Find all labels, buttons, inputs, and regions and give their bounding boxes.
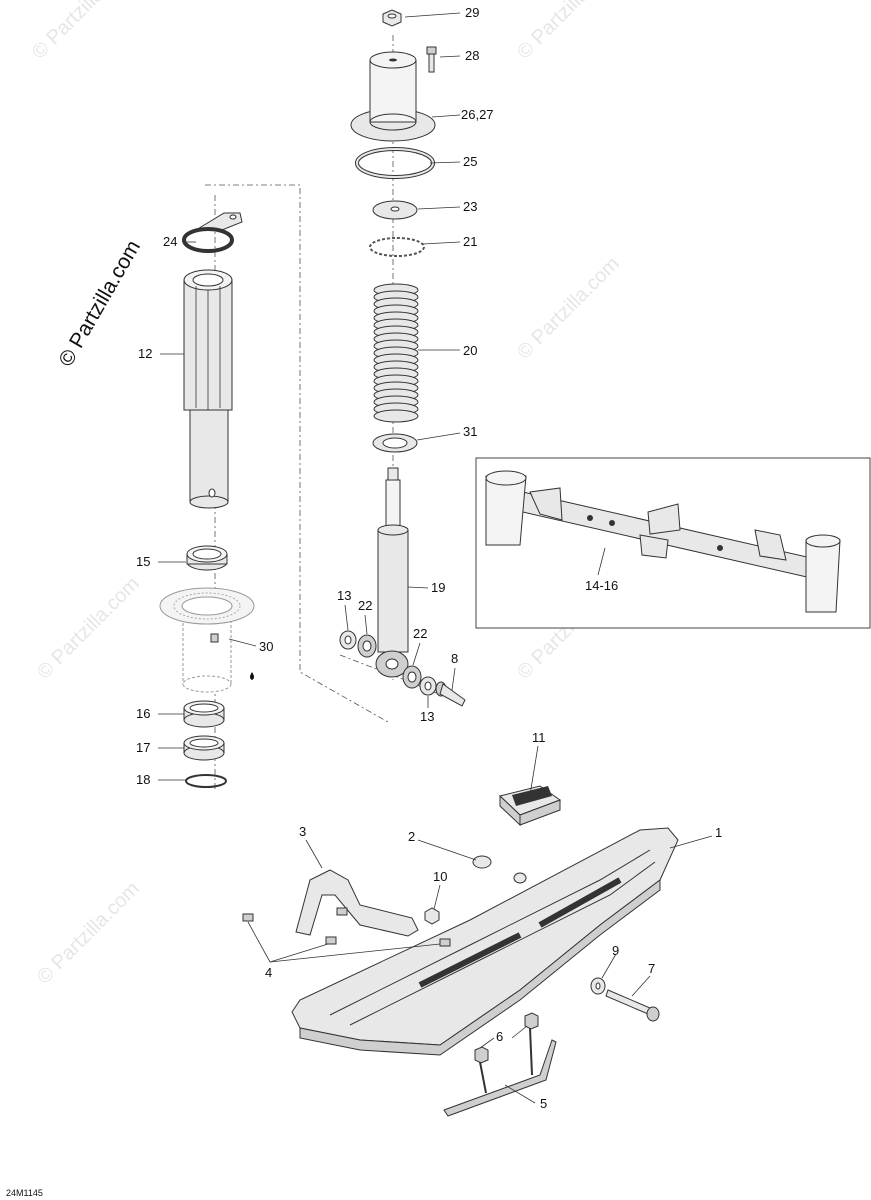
bushing-15 <box>186 545 228 571</box>
runner-5 <box>443 1027 557 1117</box>
callout-13-right: 13 <box>420 709 434 724</box>
callout-7: 7 <box>648 961 655 976</box>
drawing-code: 24M1145 <box>6 1188 43 1198</box>
cap-26-27 <box>350 51 436 142</box>
callout-12: 12 <box>138 346 152 361</box>
callout-30: 30 <box>259 639 273 654</box>
bolt-7 <box>605 989 660 1022</box>
spindle-housing <box>159 587 255 693</box>
lock-plate-24 <box>182 212 243 253</box>
fastener-2 <box>472 855 527 884</box>
callout-29: 29 <box>465 5 479 20</box>
washer-31 <box>372 433 418 453</box>
spring-seat-21 <box>369 237 425 257</box>
callout-9: 9 <box>612 943 619 958</box>
callout-21: 21 <box>463 234 477 249</box>
callout-13-left: 13 <box>337 588 351 603</box>
callout-3: 3 <box>299 824 306 839</box>
washer-13-left <box>339 630 357 650</box>
spring-coil <box>373 409 419 423</box>
watermark-faded: © Partzilla.com <box>33 878 144 989</box>
watermark-faded: © Partzilla.com <box>513 253 624 364</box>
washer-23 <box>372 200 418 220</box>
leader-lines <box>158 12 713 1104</box>
callout-15: 15 <box>136 554 150 569</box>
callout-1: 1 <box>715 825 722 840</box>
wear-bar-11 <box>498 785 562 827</box>
ski-handle-3 <box>295 869 419 937</box>
callout-17: 17 <box>136 740 150 755</box>
spindle-12 <box>183 269 233 509</box>
grease-fitting-30 <box>210 633 254 680</box>
nut-10 <box>424 907 440 925</box>
bushing-22-right <box>402 665 422 689</box>
callout-14-16: 14-16 <box>585 578 618 593</box>
spring-20 <box>373 283 419 423</box>
callout-5: 5 <box>540 1096 547 1111</box>
bolt-28 <box>426 46 437 73</box>
callout-labels: 29 28 26,27 25 23 21 24 20 12 31 14-16 1… <box>136 5 722 1111</box>
bushing-22-left <box>357 634 377 658</box>
callout-6: 6 <box>496 1029 503 1044</box>
callout-20: 20 <box>463 343 477 358</box>
callout-26-27: 26,27 <box>461 107 494 122</box>
callout-28: 28 <box>465 48 479 63</box>
callout-24: 24 <box>163 234 177 249</box>
axle-assembly-inset <box>475 457 871 629</box>
assembly-line <box>205 184 389 723</box>
watermark-faded: © Partzilla.com <box>28 0 139 64</box>
callout-10: 10 <box>433 869 447 884</box>
circlip-18 <box>185 774 227 788</box>
callout-25: 25 <box>463 154 477 169</box>
watermark-main: © Partzilla.com <box>54 236 145 370</box>
callout-23: 23 <box>463 199 477 214</box>
nuts-6 <box>474 1012 539 1064</box>
shock-absorber-19 <box>375 467 409 678</box>
bushing-16 <box>183 700 225 728</box>
callout-2: 2 <box>408 829 415 844</box>
nut-29 <box>382 9 402 27</box>
washer-13-right <box>419 676 437 696</box>
bolt-8 <box>435 681 466 707</box>
callout-22-left: 22 <box>358 598 372 613</box>
callout-19: 19 <box>431 580 445 595</box>
callout-16: 16 <box>136 706 150 721</box>
bushing-17 <box>183 735 225 761</box>
watermark-faded: © Partzilla.com <box>33 573 144 684</box>
callout-11: 11 <box>532 730 546 745</box>
callout-18: 18 <box>136 772 150 787</box>
watermark-faded: © Partzilla.com <box>513 0 624 64</box>
screws-4 <box>242 907 451 947</box>
callout-31: 31 <box>463 424 477 439</box>
oil-drop-icon <box>250 672 254 680</box>
washer-9 <box>590 977 606 995</box>
callout-22-right: 22 <box>413 626 427 641</box>
callout-8: 8 <box>451 651 458 666</box>
ski-1 <box>291 827 679 1056</box>
callout-4: 4 <box>265 965 272 980</box>
retaining-ring-25 <box>355 147 435 179</box>
